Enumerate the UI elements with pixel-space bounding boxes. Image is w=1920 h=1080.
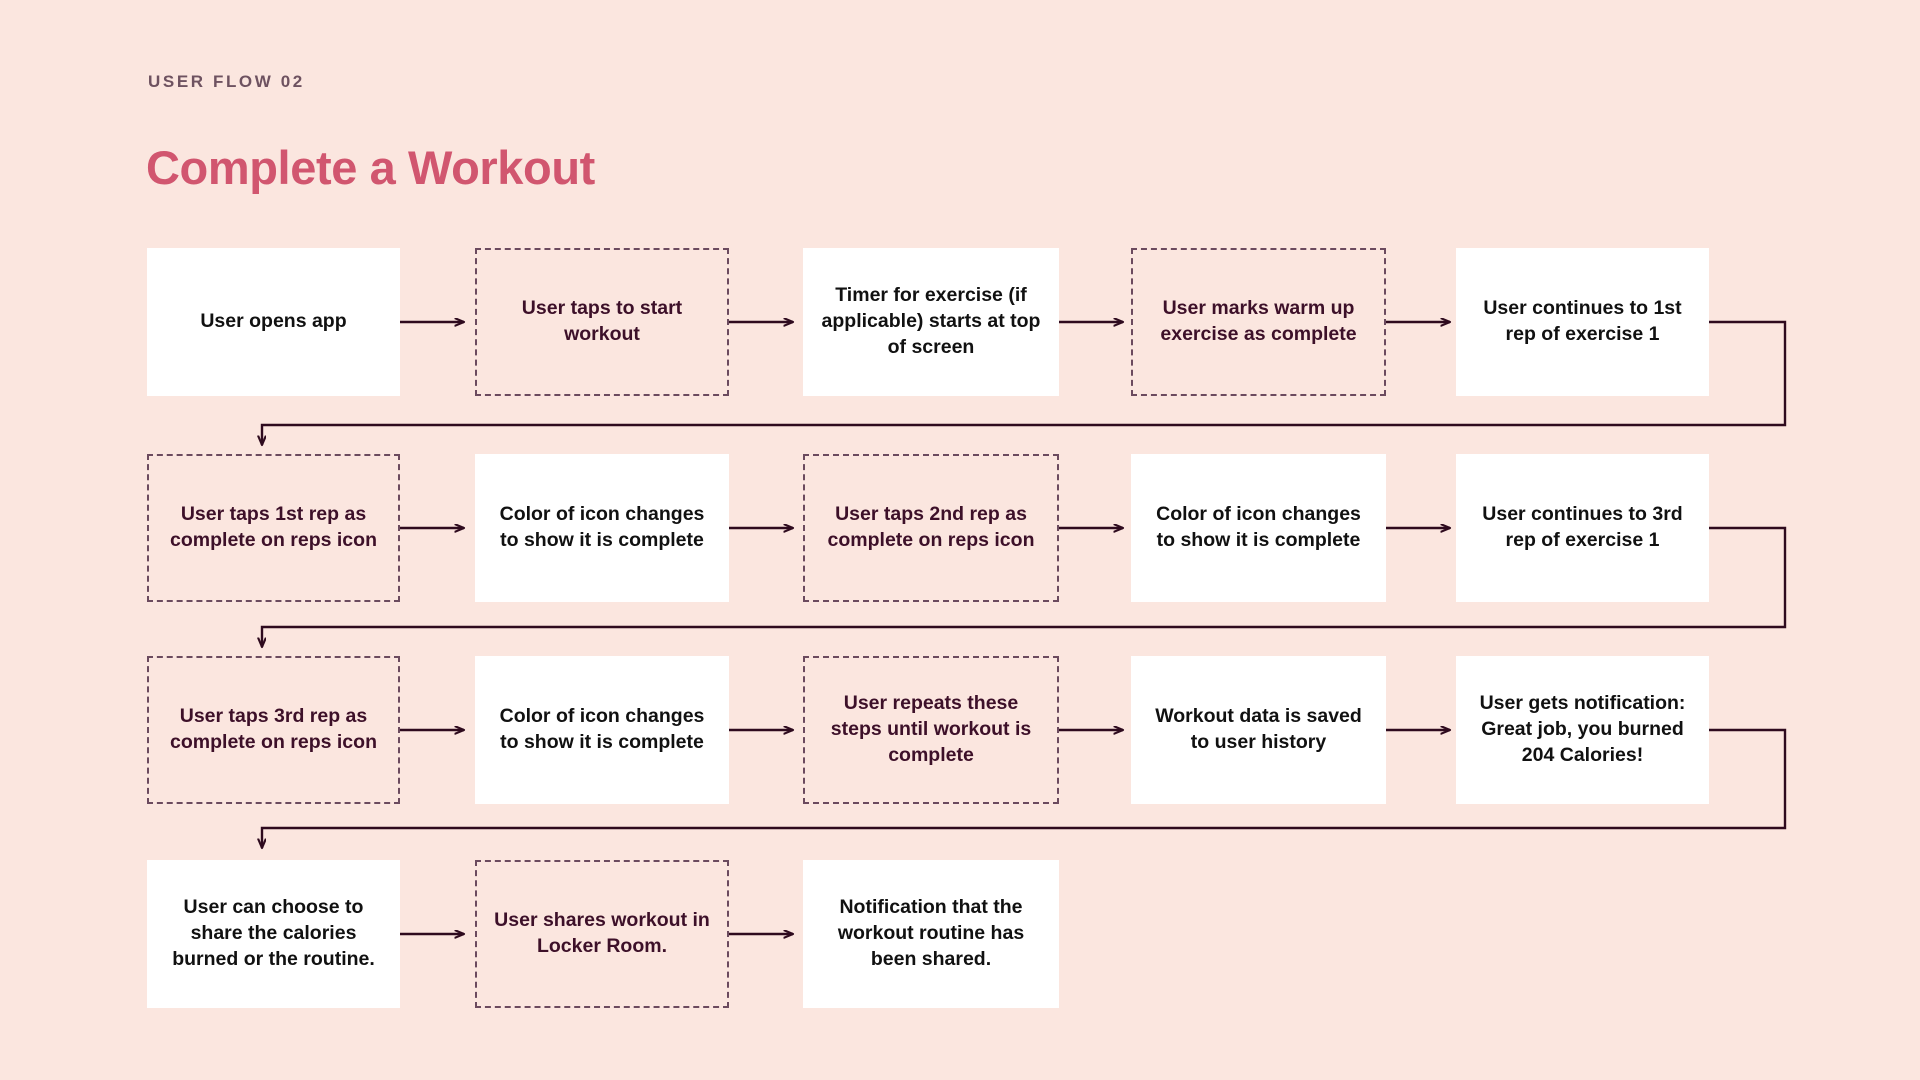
flow-node-taps-1st-rep-complete[interactable]: User taps 1st rep as complete on reps ic… xyxy=(147,454,400,602)
flow-node-label: User gets notification: Great job, you b… xyxy=(1479,692,1686,766)
flow-node-label: Workout data is saved to user history xyxy=(1155,705,1362,753)
flow-node-timer-starts[interactable]: Timer for exercise (if applicable) start… xyxy=(803,248,1059,396)
flow-node-label: User shares workout in Locker Room. xyxy=(494,909,710,957)
flow-node-share-notification[interactable]: Notification that the workout routine ha… xyxy=(803,860,1059,1008)
flow-node-user-repeats-steps[interactable]: User repeats these steps until workout i… xyxy=(803,656,1059,804)
flow-node-workout-data-saved[interactable]: Workout data is saved to user history xyxy=(1131,656,1386,804)
flow-node-continues-3rd-rep[interactable]: User continues to 3rd rep of exercise 1 xyxy=(1456,454,1709,602)
flow-node-label: Color of icon changes to show it is comp… xyxy=(499,705,705,753)
flow-node-label: Color of icon changes to show it is comp… xyxy=(1156,503,1361,551)
flow-node-label: User taps 2nd rep as complete on reps ic… xyxy=(827,503,1035,551)
flow-node-icon-color-change-3[interactable]: Color of icon changes to show it is comp… xyxy=(475,656,729,804)
flow-node-label: User taps 3rd rep as complete on reps ic… xyxy=(170,705,377,753)
flow-node-continues-1st-rep[interactable]: User continues to 1st rep of exercise 1 xyxy=(1456,248,1709,396)
flow-node-label: Timer for exercise (if applicable) start… xyxy=(821,284,1041,358)
flow-node-calories-notification[interactable]: User gets notification: Great job, you b… xyxy=(1456,656,1709,804)
page-title: Complete a Workout xyxy=(146,141,595,194)
flow-node-choose-share-option[interactable]: User can choose to share the calories bu… xyxy=(147,860,400,1008)
eyebrow-label: USER FLOW 02 xyxy=(148,72,305,91)
flow-node-label: User repeats these steps until workout i… xyxy=(830,692,1032,766)
flow-node-label: User marks warm up exercise as complete xyxy=(1160,297,1357,345)
flow-node-icon-color-change-2[interactable]: Color of icon changes to show it is comp… xyxy=(1131,454,1386,602)
flow-node-label: User taps to start workout xyxy=(521,297,683,345)
flow-node-shares-locker-room[interactable]: User shares workout in Locker Room. xyxy=(475,860,729,1008)
flow-node-icon-color-change-1[interactable]: Color of icon changes to show it is comp… xyxy=(475,454,729,602)
flow-node-user-opens-app[interactable]: User opens app xyxy=(147,248,400,396)
flow-node-taps-2nd-rep-complete[interactable]: User taps 2nd rep as complete on reps ic… xyxy=(803,454,1059,602)
flow-node-label: User can choose to share the calories bu… xyxy=(172,896,375,970)
flow-node-label: User taps 1st rep as complete on reps ic… xyxy=(170,503,377,551)
flow-node-label: User opens app xyxy=(200,310,347,333)
flow-node-label: User continues to 1st rep of exercise 1 xyxy=(1483,297,1682,345)
flow-node-label: Notification that the workout routine ha… xyxy=(837,896,1025,970)
flow-node-label: User continues to 3rd rep of exercise 1 xyxy=(1482,503,1683,551)
flow-node-user-taps-start-workout[interactable]: User taps to start workout xyxy=(475,248,729,396)
flow-node-marks-warmup-complete[interactable]: User marks warm up exercise as complete xyxy=(1131,248,1386,396)
flow-node-taps-3rd-rep-complete[interactable]: User taps 3rd rep as complete on reps ic… xyxy=(147,656,400,804)
flow-node-label: Color of icon changes to show it is comp… xyxy=(499,503,705,551)
